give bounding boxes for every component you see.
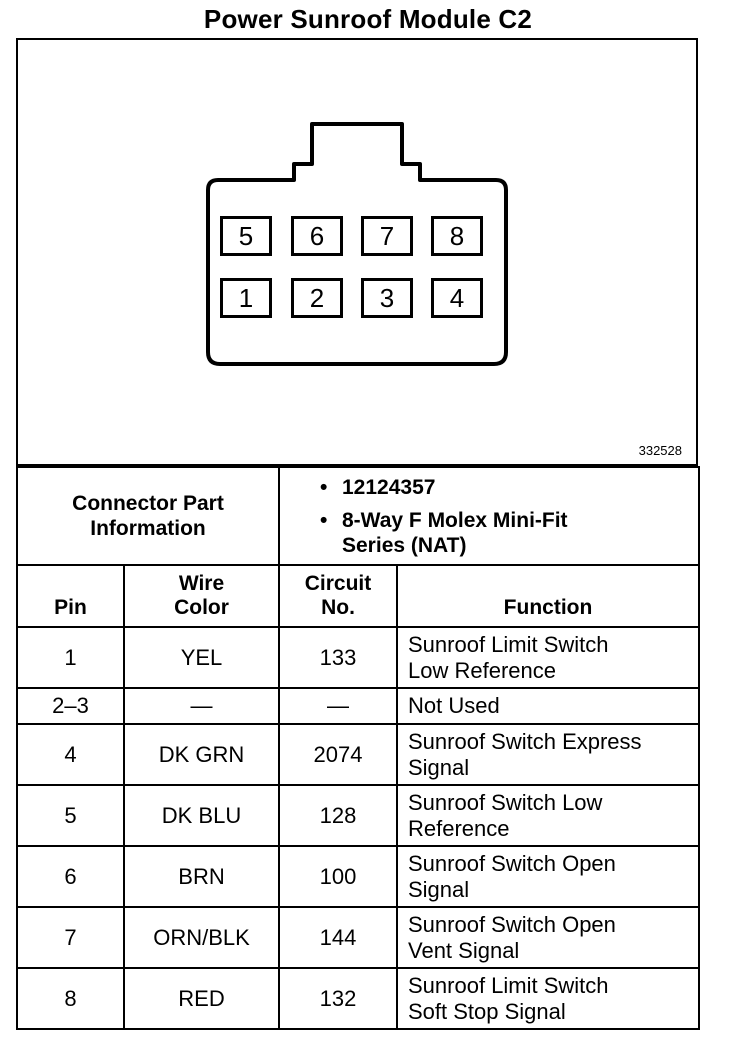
wire-color-cell: YEL (123, 626, 280, 689)
pin-cavity-8: 8 (431, 216, 483, 256)
pin-cell: 5 (16, 784, 125, 847)
part-number-item: • 12124357 (320, 475, 698, 500)
bullet-icon: • (320, 508, 328, 532)
part-description-line1: 8-Way F Molex Mini-Fit (342, 508, 568, 532)
pinout-table: Connector Part Information • 12124357 • … (16, 466, 700, 1030)
pin-cell: 2–3 (16, 687, 125, 725)
bullet-icon: • (320, 475, 328, 499)
pin-cell: 1 (16, 626, 125, 689)
circuit-cell: 132 (278, 967, 398, 1030)
circuit-cell: 2074 (278, 723, 398, 786)
pin-cell: 6 (16, 845, 125, 908)
wire-color-cell: DK GRN (123, 723, 280, 786)
part-info-row: Connector Part Information • 12124357 • … (16, 466, 700, 566)
pin-cavity-2: 2 (291, 278, 343, 318)
wire-color-cell: — (123, 687, 280, 725)
part-description-line2: Series (NAT) (342, 533, 467, 557)
part-number: 12124357 (342, 475, 436, 499)
part-info-label-line2: Information (90, 517, 206, 540)
table-row: 2–3 — — Not Used (16, 687, 700, 725)
wire-color-cell: DK BLU (123, 784, 280, 847)
part-info-details: • 12124357 • 8-Way F Molex Mini-Fit Seri… (278, 466, 700, 566)
connector-outline (206, 122, 508, 366)
wire-color-cell: RED (123, 967, 280, 1030)
connector-diagram: 5 6 7 8 1 2 3 4 332528 (16, 38, 698, 466)
pin-cavity-5: 5 (220, 216, 272, 256)
part-description-item: • 8-Way F Molex Mini-Fit Series (NAT) (320, 508, 698, 558)
header-pin: Pin (16, 564, 125, 628)
page-title: Power Sunroof Module C2 (203, 4, 533, 34)
wire-color-cell: ORN/BLK (123, 906, 280, 969)
part-info-label-line1: Connector Part (72, 492, 224, 515)
circuit-cell: 100 (278, 845, 398, 908)
pin-cavity-4: 4 (431, 278, 483, 318)
pin-cavity-1: 1 (220, 278, 272, 318)
pin-cell: 7 (16, 906, 125, 969)
circuit-cell: — (278, 687, 398, 725)
pin-cavity-7: 7 (361, 216, 413, 256)
pin-cell: 4 (16, 723, 125, 786)
circuit-cell: 144 (278, 906, 398, 969)
circuit-cell: 133 (278, 626, 398, 689)
wire-color-cell: BRN (123, 845, 280, 908)
pin-cavity-6: 6 (291, 216, 343, 256)
part-info-label: Connector Part Information (16, 466, 280, 566)
drawing-number: 332528 (638, 443, 682, 458)
circuit-cell: 128 (278, 784, 398, 847)
header-function: Function (396, 564, 700, 628)
function-cell: Not Used (396, 687, 700, 725)
pin-cavity-3: 3 (361, 278, 413, 318)
pin-cell: 8 (16, 967, 125, 1030)
